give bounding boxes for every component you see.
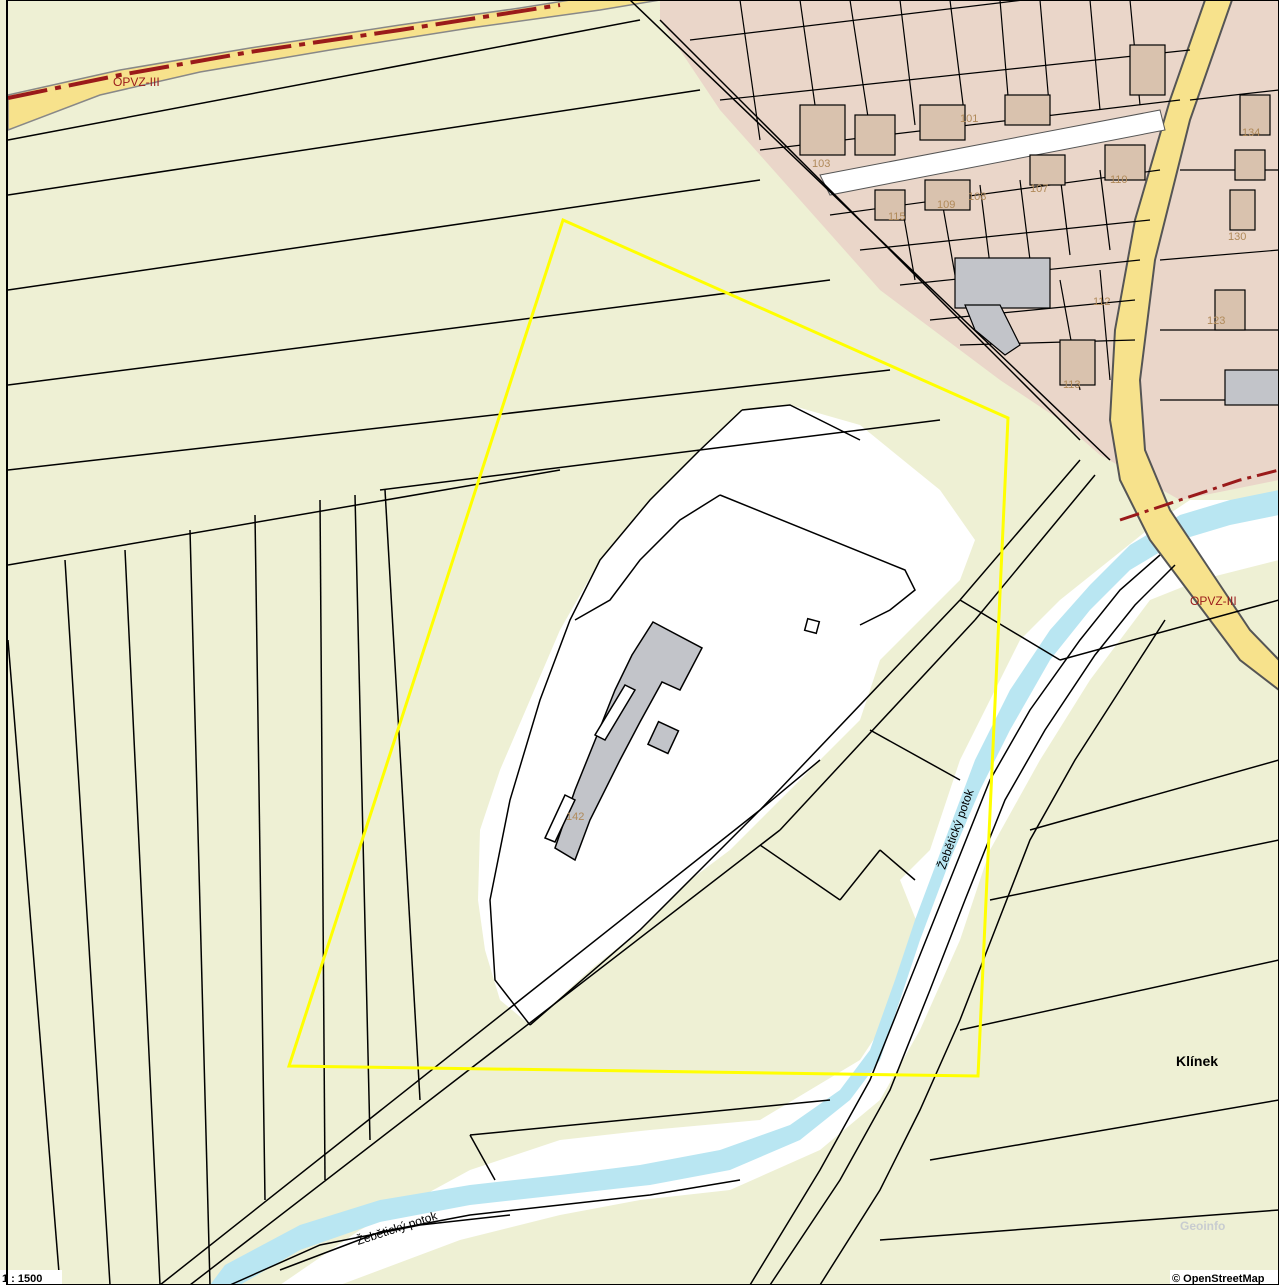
house-number-labels: 101 103 107 108 109 110 112 113 123 130 … — [812, 113, 1260, 391]
zone-boundary-right — [1119, 468, 1279, 522]
scale-label: 1 : 1500 — [2, 1273, 42, 1285]
house-number: 112 — [1093, 296, 1111, 308]
road-top — [7, 0, 661, 132]
attribution-background — [1170, 1270, 1279, 1285]
house-number: 123 — [1207, 315, 1225, 327]
house-number: 103 — [812, 158, 830, 170]
scale-background — [0, 1270, 62, 1285]
attribution[interactable]: © OpenStreetMap — [1172, 1273, 1265, 1285]
village-buildings — [799, 44, 1271, 386]
zone-boundary-top — [7, 3, 561, 100]
place-label: Klínek — [1176, 1053, 1218, 1069]
selection-polygon[interactable] — [286, 217, 1010, 1078]
road-right — [1108, 0, 1279, 692]
house-number: 109 — [937, 199, 955, 211]
yard-area — [478, 405, 975, 1025]
house-number: 101 — [960, 113, 978, 125]
stream-water — [210, 490, 1279, 1285]
building-number-main: 142 — [566, 811, 584, 823]
watermark-logo: Geoinfo — [1180, 1219, 1225, 1233]
zone-label-top: OPVZ-III — [113, 75, 160, 89]
zone-label-right: OPVZ-III — [1190, 594, 1237, 608]
house-number: 108 — [968, 191, 986, 203]
grey-buildings — [954, 257, 1279, 406]
house-number: 115 — [888, 211, 906, 223]
house-number: 130 — [1228, 231, 1246, 243]
house-number: 134 — [1242, 127, 1260, 139]
main-building — [543, 617, 821, 862]
house-number: 110 — [1110, 174, 1128, 186]
house-number: 107 — [1030, 183, 1048, 195]
map-frame — [6, 0, 1279, 1285]
house-number: 113 — [1063, 379, 1081, 391]
